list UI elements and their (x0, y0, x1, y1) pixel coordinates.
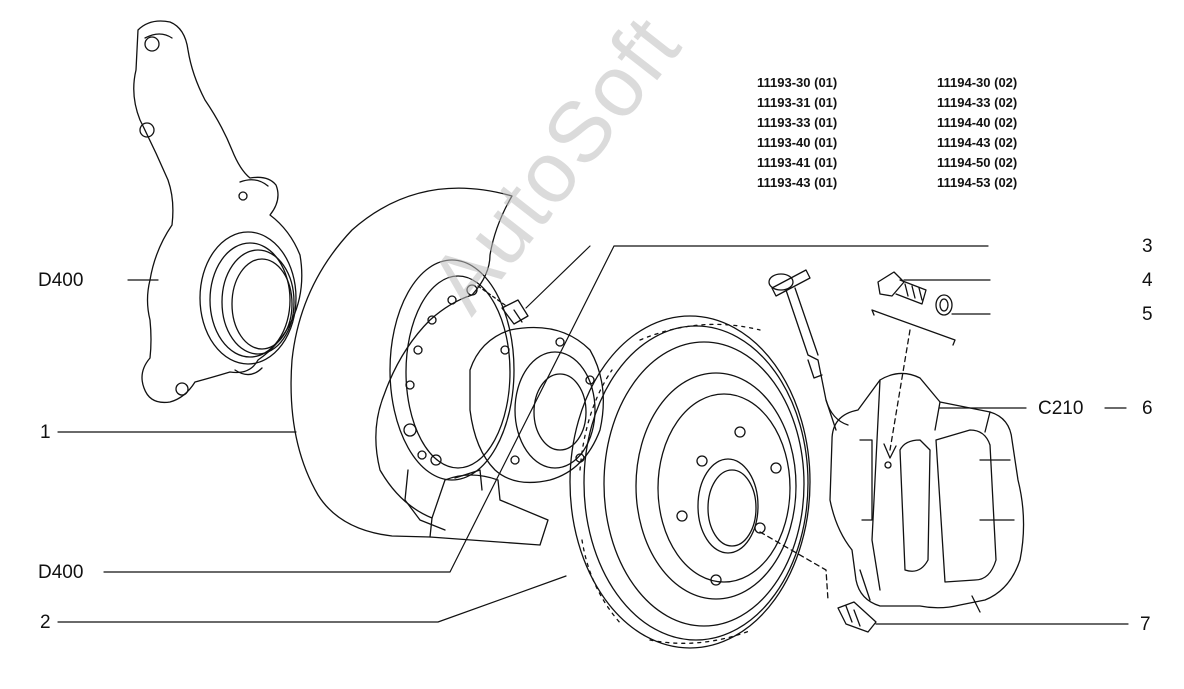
assembly-bracket-line (871, 309, 956, 346)
caliper-bolt (877, 271, 927, 305)
callout-hub-ref: D400 (38, 562, 84, 583)
callout-3: 3 (1142, 236, 1153, 257)
callout-5: 5 (1142, 304, 1153, 325)
callout-2: 2 (40, 612, 51, 633)
brake-disc (569, 315, 811, 649)
parts-list-right: 11194-30 (02) 11194-33 (02) 11194-40 (02… (937, 73, 1017, 193)
parts-list-left: 11193-30 (01) 11193-31 (01) 11193-33 (01… (757, 73, 837, 193)
part-code: 11194-43 (02) (937, 135, 1018, 150)
part-code: 11194-40 (02) (937, 115, 1018, 130)
part-code: 11193-31 (01) (757, 95, 838, 110)
wheel-stud (759, 531, 877, 633)
assembly-path-line (889, 329, 911, 451)
leader-lines (57, 245, 1129, 625)
steering-knuckle (133, 20, 303, 404)
part-code: 11193-41 (01) (757, 155, 838, 170)
washer (935, 294, 953, 316)
callout-1: 1 (40, 422, 51, 443)
callout-knuckle-ref: D400 (38, 270, 84, 291)
part-code: 11193-33 (01) (757, 115, 838, 130)
part-code: 11193-43 (01) (757, 175, 838, 190)
callout-7: 7 (1140, 614, 1151, 635)
brake-caliper (829, 372, 1025, 613)
part-code: 11193-30 (01) (757, 75, 838, 90)
assembly-arrow (883, 443, 897, 459)
part-code: 11194-33 (02) (937, 95, 1018, 110)
brake-hose (768, 269, 849, 431)
part-code: 11194-53 (02) (937, 175, 1018, 190)
callout-caliper-ref: C210 (1038, 398, 1084, 419)
wheel-hub (389, 259, 604, 484)
part-code: 11194-30 (02) (937, 75, 1018, 90)
screw (477, 285, 529, 325)
part-code: 11193-40 (01) (757, 135, 838, 150)
callout-4: 4 (1142, 270, 1153, 291)
callout-6: 6 (1142, 398, 1153, 419)
part-code: 11194-50 (02) (937, 155, 1018, 170)
